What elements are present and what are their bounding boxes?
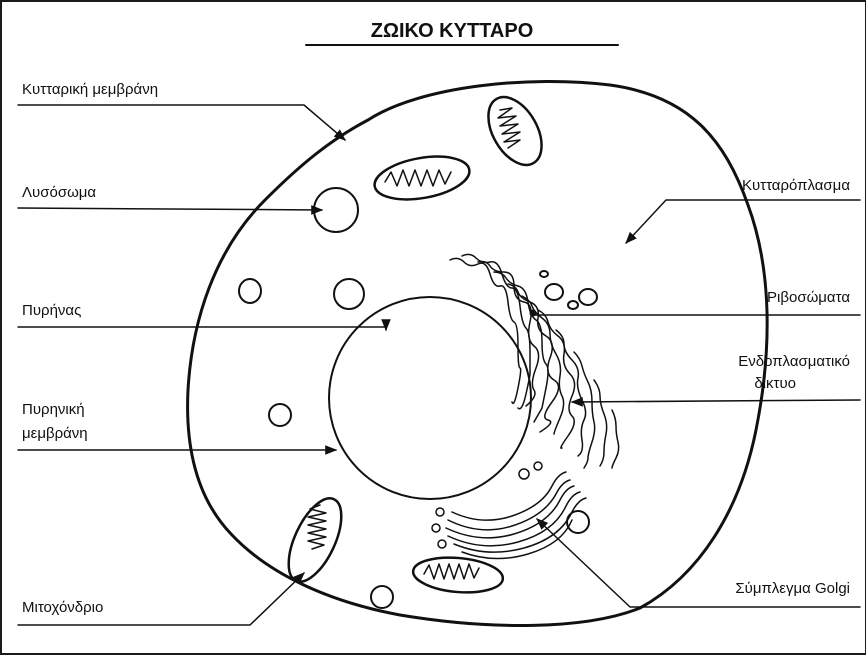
label-mitochondrion: Μιτοχόνδριο: [22, 599, 103, 616]
mitochondrion-lower-left: [278, 491, 352, 589]
label-cell-membrane: Κυτταρική μεμβράνη: [22, 81, 158, 98]
label-er-line1: Ενδοπλασματικό: [738, 353, 850, 370]
cytoplasm-pointer: [626, 200, 860, 243]
mitochondrion-top: [371, 150, 472, 206]
cell-membrane-pointer: [18, 105, 345, 140]
label-nucleus: Πυρήνας: [22, 302, 81, 319]
label-ribosomes: Ριβοσώματα: [767, 289, 850, 306]
vesicles: [239, 271, 597, 608]
er-pointer: [572, 400, 860, 402]
label-lysosome: Λυσόσωμα: [22, 184, 96, 201]
mitochondrion-bottom: [412, 554, 505, 596]
lysosome-pointer: [18, 208, 322, 210]
mitochondrion-upper-right: [477, 88, 552, 174]
label-golgi: Σύμπλεγμα Golgi: [735, 580, 850, 597]
cell-membrane-outline: [188, 81, 768, 625]
label-nuclear-membrane-line1: Πυρηνική: [22, 401, 85, 418]
diagram-title: ΖΩΙΚΟ ΚΥΤΤΑΡΟ: [371, 20, 534, 42]
label-cytoplasm: Κυτταρόπλασμα: [742, 177, 850, 194]
label-nuclear-membrane-line2: μεμβράνη: [22, 425, 88, 442]
endoplasmic-reticulum: [450, 254, 619, 468]
label-er-line2: δίκτυο: [754, 375, 796, 392]
nucleus-pointer: [18, 327, 386, 330]
